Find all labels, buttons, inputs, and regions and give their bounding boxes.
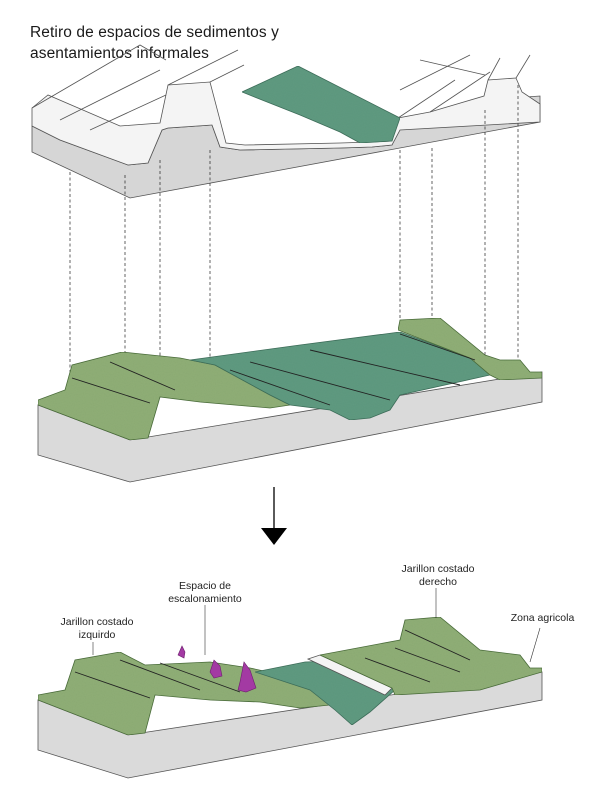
original-terrain-block [31, 44, 541, 199]
title-line-1: Retiro de espacios de sedimentos y [30, 24, 279, 41]
label-left-levee-line-2: izquirdo [78, 629, 116, 641]
label-right-levee-line-2: derecho [419, 576, 457, 588]
leader-lines [92, 588, 541, 663]
settlement-markers [177, 645, 257, 693]
label-agricultural-zone-line-1: Zona agricola [510, 612, 575, 624]
label-staging-space-line-2: escalonamiento [168, 593, 242, 605]
label-agricultural-zone: Zona agricola [505, 612, 580, 625]
bottom-right-levee [318, 616, 543, 696]
label-right-levee: Jarillon costado derecho [388, 563, 488, 589]
middle-right-levee [397, 317, 543, 381]
top-river [240, 65, 401, 144]
title-line-2: asentamientos informales [30, 45, 210, 62]
label-right-levee-line-1: Jarillon costado [401, 563, 475, 575]
proposed-terrain-block [37, 616, 543, 779]
label-left-levee-line-1: Jarillon costado [60, 616, 134, 628]
top-block-surface [31, 77, 541, 166]
label-staging-space-line-1: Espacio de [179, 580, 231, 592]
projection-lines [69, 85, 519, 398]
middle-river [189, 331, 491, 421]
down-arrow-icon [261, 487, 287, 545]
label-left-levee: Jarillon costado izquirdo [52, 616, 142, 642]
label-staging-space: Espacio de escalonamiento [160, 580, 250, 606]
current-terrain-block [37, 317, 543, 483]
diagram-title: Retiro de espacios de sedimentos y asent… [30, 22, 279, 64]
